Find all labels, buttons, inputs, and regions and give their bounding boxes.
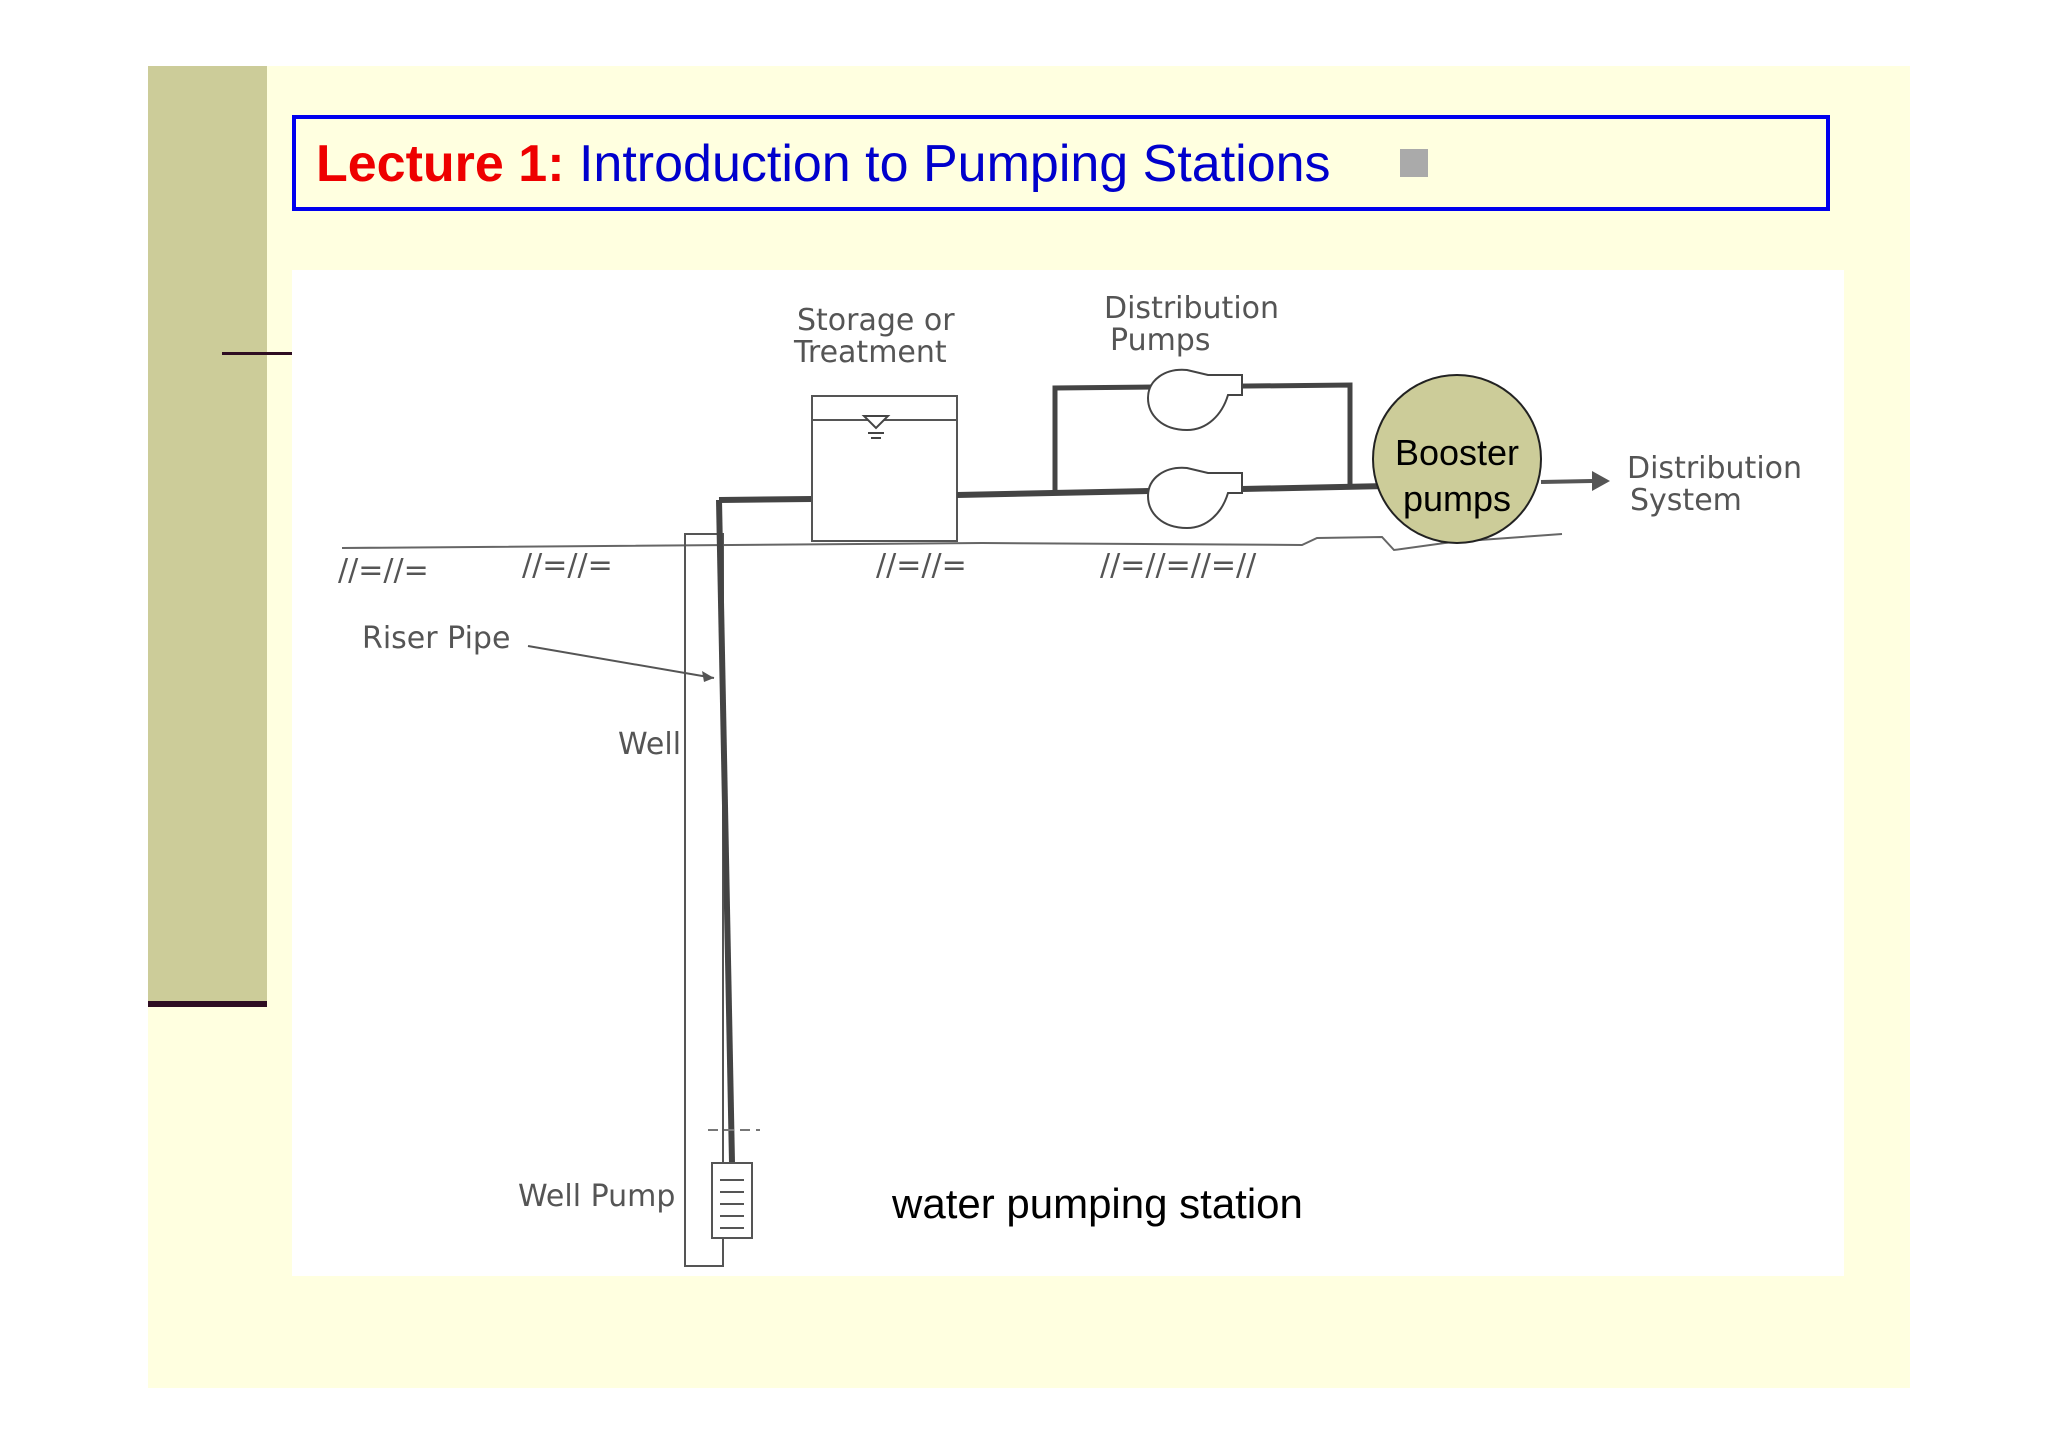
label-storage-2: Treatment	[793, 335, 947, 370]
label-dist-pumps-2: Pumps	[1110, 323, 1210, 358]
label-dist-pumps-1: Distribution	[1104, 291, 1279, 326]
ground-hatch-3: //=//=	[876, 548, 967, 583]
booster-pump-circle	[1372, 374, 1542, 544]
distribution-arrow	[1540, 479, 1593, 484]
diagram-caption: water pumping station	[892, 1180, 1303, 1227]
well-casing	[684, 533, 724, 1267]
title-bullet-square	[1400, 149, 1428, 177]
diagram-svg: Storage or Treatment Distribution Pumps …	[338, 291, 1802, 1267]
booster-line-1: Booster	[1394, 432, 1520, 473]
water-level-icon	[861, 415, 891, 430]
label-well: Well	[618, 727, 681, 762]
title-box: Lecture 1: Introduction to Pumping Stati…	[292, 115, 1830, 211]
ground-hatch-4: //=//=//=//	[1100, 548, 1257, 583]
booster-line-2: pumps	[1402, 478, 1512, 519]
sidebar-rule	[148, 1001, 267, 1007]
slide-title: Lecture 1: Introduction to Pumping Stati…	[316, 135, 1331, 193]
sidebar-tick	[222, 352, 294, 355]
title-rest: Introduction to Pumping Stations	[578, 135, 1331, 193]
booster-pumps-label: Booster pumps	[1387, 430, 1527, 522]
pump-upper	[1146, 368, 1243, 432]
ground-hatch-2: //=//=	[522, 548, 613, 583]
riser-pointer	[527, 645, 715, 679]
title-lead: Lecture 1:	[316, 135, 565, 193]
label-dist-system-1: Distribution	[1627, 451, 1802, 486]
riser-pipe	[716, 499, 735, 1164]
label-storage-1: Storage or	[797, 303, 955, 338]
label-riser-pipe: Riser Pipe	[362, 621, 510, 656]
well-pump-body	[711, 1162, 753, 1239]
pumping-station-diagram: Storage or Treatment Distribution Pumps …	[292, 270, 1844, 1276]
ground-hatch-1: //=//=	[338, 553, 429, 588]
pump-lower	[1146, 466, 1243, 530]
sidebar-band	[148, 66, 267, 1004]
label-well-pump: Well Pump	[518, 1179, 675, 1214]
ground-line	[341, 533, 1563, 552]
label-dist-system-2: System	[1630, 483, 1742, 518]
